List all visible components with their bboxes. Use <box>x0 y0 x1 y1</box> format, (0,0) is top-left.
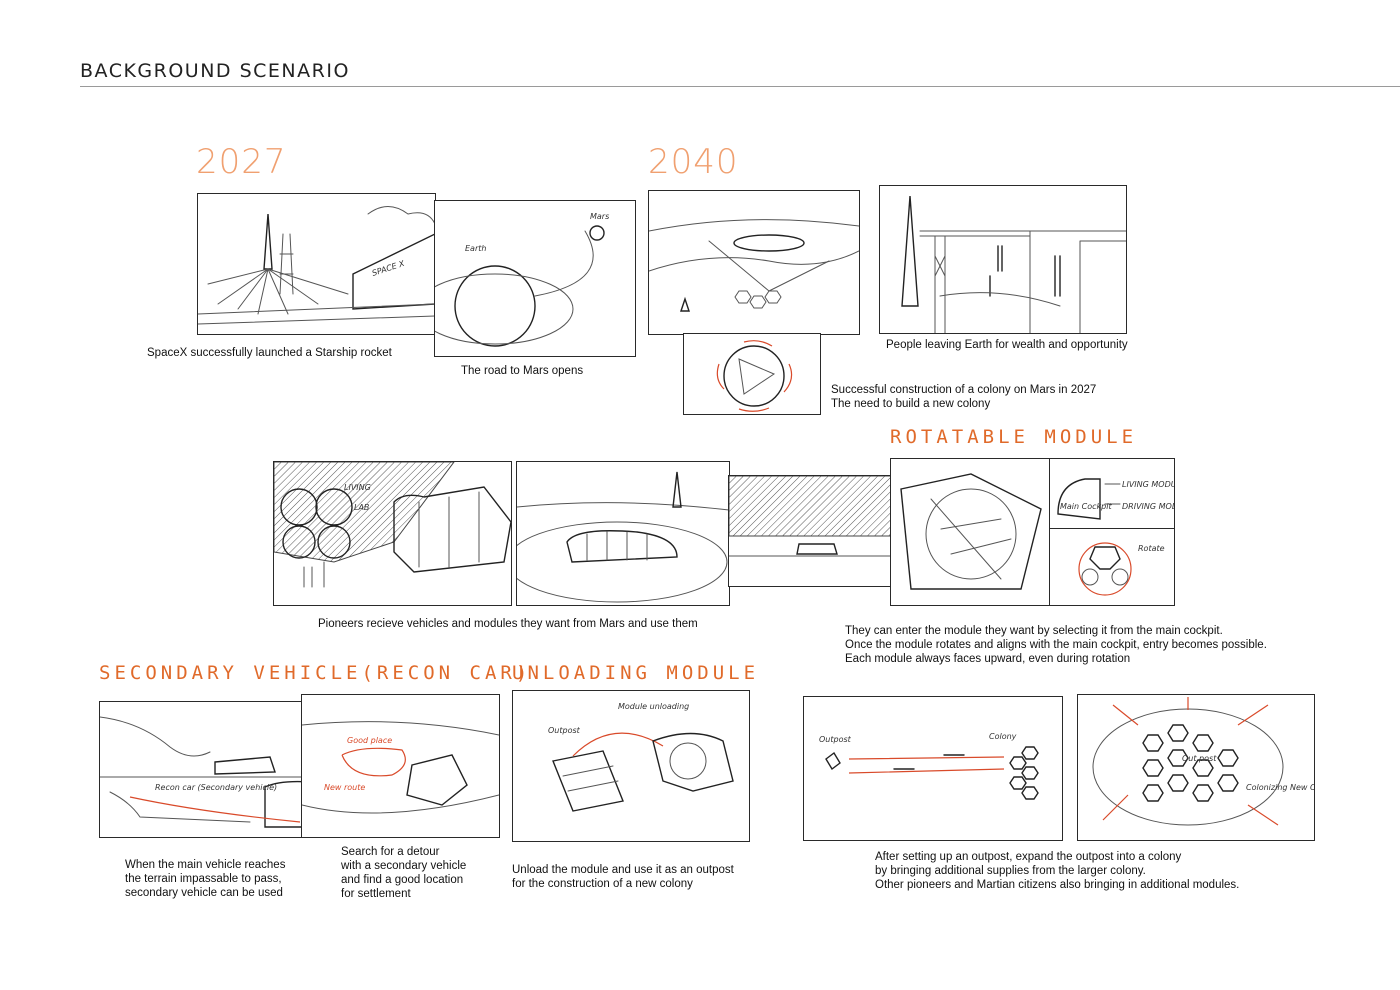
out-post-label: Out post <box>1182 754 1217 763</box>
good-place-label: Good place <box>347 736 392 745</box>
frame-rotation-diagram: Rotate <box>1049 528 1175 606</box>
outpost-label-unload: Outpost <box>548 726 581 735</box>
title-divider <box>80 86 1400 87</box>
rotate-label: Rotate <box>1138 544 1165 553</box>
caption-main-vehicle-line2: the terrain impassable to pass, <box>125 873 282 885</box>
caption-enter-line1: They can enter the module they want by s… <box>845 625 1223 637</box>
frame-rotating-sphere <box>683 333 821 415</box>
module-unloading-label: Module unloading <box>618 702 689 711</box>
caption-main-vehicle-line3: secondary vehicle can be used <box>125 887 283 899</box>
year-2027: 2027 <box>196 142 287 182</box>
frame-starship-launch: SPACE X <box>197 193 436 335</box>
lab-label: LAB <box>354 503 369 512</box>
page-title: BACKGROUND SCENARIO <box>80 60 350 82</box>
main-cockpit-label: Main Cockpit <box>1060 502 1112 511</box>
heading-unloading-module: UNLOADING MODULE <box>512 662 760 684</box>
caption-people-leaving: People leaving Earth for wealth and oppo… <box>886 339 1128 351</box>
caption-colony-line2: The need to build a new colony <box>831 398 991 410</box>
frame-cockpit-interior <box>890 458 1051 606</box>
driving-module-label: DRIVING MODULE <box>1122 502 1174 511</box>
frame-module-side-view: Main Cockpit LIVING MODULE DRIVING MODUL… <box>1049 458 1175 530</box>
colonizing-label: Colonizing New Colony <box>1246 783 1314 792</box>
caption-detour-line1: Search for a detour <box>341 846 440 858</box>
caption-enter-line2: Once the module rotates and aligns with … <box>845 639 1267 651</box>
year-2040: 2040 <box>648 142 739 182</box>
earth-label: Earth <box>465 244 486 253</box>
caption-enter-line3: Each module always faces upward, even du… <box>845 653 1131 665</box>
frame-outpost-to-colony: Outpost Colony <box>803 696 1063 841</box>
recon-car-label: Recon car (Secondary vehicle) <box>155 783 277 792</box>
frame-tunnel <box>728 475 892 587</box>
outpost-label: Outpost <box>819 735 852 744</box>
caption-main-vehicle-line1: When the main vehicle reaches <box>125 859 286 871</box>
caption-detour-line2: with a secondary vehicle <box>341 860 467 872</box>
caption-expand-line2: by bringing additional supplies from the… <box>875 865 1146 877</box>
frame-mars-colony <box>648 190 860 335</box>
caption-colony-line1: Successful construction of a colony on M… <box>831 384 1097 396</box>
colony-label: Colony <box>989 732 1017 741</box>
caption-detour-line4: for settlement <box>341 888 411 900</box>
caption-starship-launch: SpaceX successfully launched a Starship … <box>147 347 392 359</box>
frame-modules-delivery: LIVING LAB <box>273 461 512 606</box>
living-module-label: LIVING MODULE <box>1122 480 1174 489</box>
frame-detour: Good place New route <box>301 694 500 838</box>
caption-unload-line2: for the construction of a new colony <box>512 878 693 890</box>
caption-unload-line1: Unload the module and use it as an outpo… <box>512 864 734 876</box>
heading-secondary-vehicle: SECONDARY VEHICLE(RECON CAR) <box>99 662 532 684</box>
frame-vehicle-on-mars <box>516 461 730 606</box>
frame-recon-car: Recon car (Secondary vehicle) <box>99 701 311 838</box>
caption-expand-line3: Other pioneers and Martian citizens also… <box>875 879 1240 891</box>
caption-road-to-mars: The road to Mars opens <box>461 365 584 377</box>
spacex-sign-text: SPACE X <box>371 259 406 278</box>
heading-rotatable-module: ROTATABLE MODULE <box>890 426 1138 448</box>
living-label: LIVING <box>344 483 371 492</box>
frame-unloading: Outpost Module unloading <box>512 690 750 842</box>
frame-road-to-mars: Earth Mars <box>434 200 636 357</box>
caption-expand-line1: After setting up an outpost, expand the … <box>875 851 1182 863</box>
caption-pioneers: Pioneers recieve vehicles and modules th… <box>318 618 698 630</box>
frame-colony-expansion: Out post Colonizing New Colony <box>1077 694 1315 841</box>
caption-detour-line3: and find a good location <box>341 874 464 886</box>
frame-people-leaving <box>879 185 1127 334</box>
new-route-label: New route <box>324 783 365 792</box>
mars-label: Mars <box>590 212 609 221</box>
